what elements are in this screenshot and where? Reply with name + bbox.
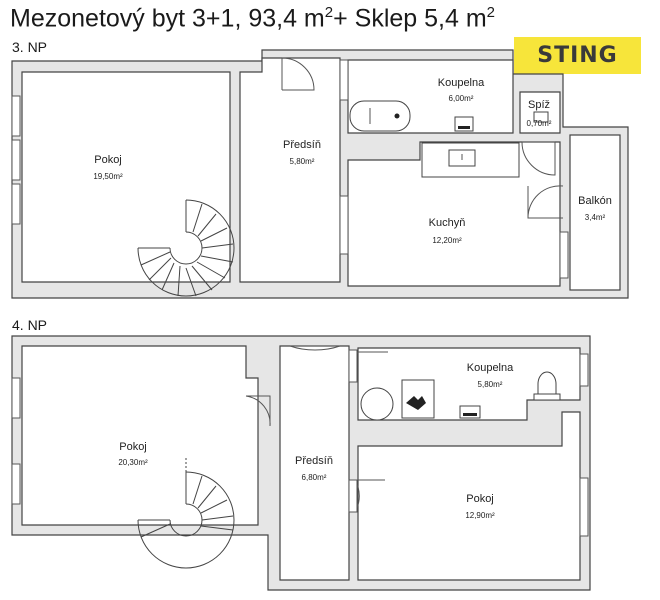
room-predsin-3np	[239, 57, 341, 283]
floor-plan-3np: Pokoj 19,50m² Předsíň 5,80m² Koupelna 6,…	[11, 49, 629, 299]
spiral-staircase-icon	[137, 458, 235, 569]
window-icon	[11, 139, 21, 181]
window-icon	[11, 463, 21, 505]
title-main: Mezonetový byt 3+1, 93,4 m	[10, 4, 325, 33]
door-spiz-3np	[521, 141, 556, 176]
room-area-predsin-3np: 5,80m²	[290, 157, 315, 166]
window-icon	[11, 183, 21, 225]
toilet-tank	[533, 393, 561, 401]
bathtub-icon	[349, 100, 411, 132]
floor-plan-4np: Pokoj 20,30m² Předsíň 6,80m² Koupelna 5,…	[11, 335, 591, 591]
room-name-pokoj-4np: Pokoj	[119, 441, 147, 453]
title-plus: + Sklep 5,4 m	[333, 4, 487, 33]
room-name-pokoj-3np: Pokoj	[94, 154, 122, 166]
room-name-balkon-3np: Balkón	[578, 195, 612, 207]
window-icon	[348, 479, 358, 513]
room-area-pokoj-4np: 20,30m²	[118, 458, 148, 467]
toilet-icon	[537, 371, 557, 395]
window-icon	[579, 353, 589, 387]
pantry-shelf-icon	[533, 111, 549, 123]
room-name-predsin-3np: Předsíň	[283, 139, 321, 151]
room-balkon-3np	[569, 134, 621, 291]
page-title: Mezonetový byt 3+1, 93,4 m2+ Sklep 5,4 m…	[10, 4, 495, 33]
room-area-koupelna-3np: 6,00m²	[449, 94, 474, 103]
room-pokoj-3np	[21, 71, 231, 283]
window-icon	[348, 349, 358, 383]
sting-logo: STING	[514, 37, 641, 74]
shower-icon	[360, 387, 394, 421]
window-icon	[559, 231, 569, 279]
room-area-spiz-3np: 0,70m²	[527, 119, 552, 128]
title-sup-2: 2	[486, 4, 496, 21]
door-pokoj-4np	[245, 395, 271, 427]
room-area-pokoj-3np: 19,50m²	[93, 172, 123, 181]
window-icon	[11, 377, 21, 419]
room-area-pokoj2-4np: 12,90m²	[465, 511, 495, 520]
room-name-spiz-3np: Spíž	[528, 99, 550, 111]
title-sup-1: 2	[324, 4, 334, 21]
spiral-staircase-icon	[137, 199, 235, 297]
door-entry-4np	[289, 345, 341, 351]
window-icon	[579, 477, 589, 537]
room-name-koupelna-4np: Koupelna	[467, 362, 514, 374]
floor-label-3np: 3. NP	[12, 39, 48, 55]
room-area-kuchyn-3np: 12,20m²	[432, 236, 462, 245]
room-area-predsin-4np: 6,80m²	[302, 473, 327, 482]
washing-machine-icon	[401, 379, 435, 419]
room-kuchyn-3np	[347, 141, 561, 287]
room-area-balkon-3np: 3,4m²	[585, 213, 606, 222]
room-name-predsin-4np: Předsíň	[295, 455, 333, 467]
room-name-pokoj2-4np: Pokoj	[466, 493, 494, 505]
room-name-kuchyn-3np: Kuchyň	[429, 217, 466, 229]
room-name-koupelna-3np: Koupelna	[438, 77, 485, 89]
window-icon	[339, 195, 349, 255]
window-icon	[11, 95, 21, 137]
window-icon	[339, 59, 349, 101]
room-area-koupelna-4np: 5,80m²	[478, 380, 503, 389]
door-entry-3np	[281, 57, 315, 91]
room-pokoj-4np	[21, 345, 259, 526]
logo-text: STING	[537, 43, 618, 68]
door-balkon-3np	[527, 185, 564, 219]
floor-label-4np: 4. NP	[12, 317, 48, 333]
room-pokoj2-4np	[357, 411, 581, 581]
bathroom-sink-icon	[459, 405, 481, 419]
